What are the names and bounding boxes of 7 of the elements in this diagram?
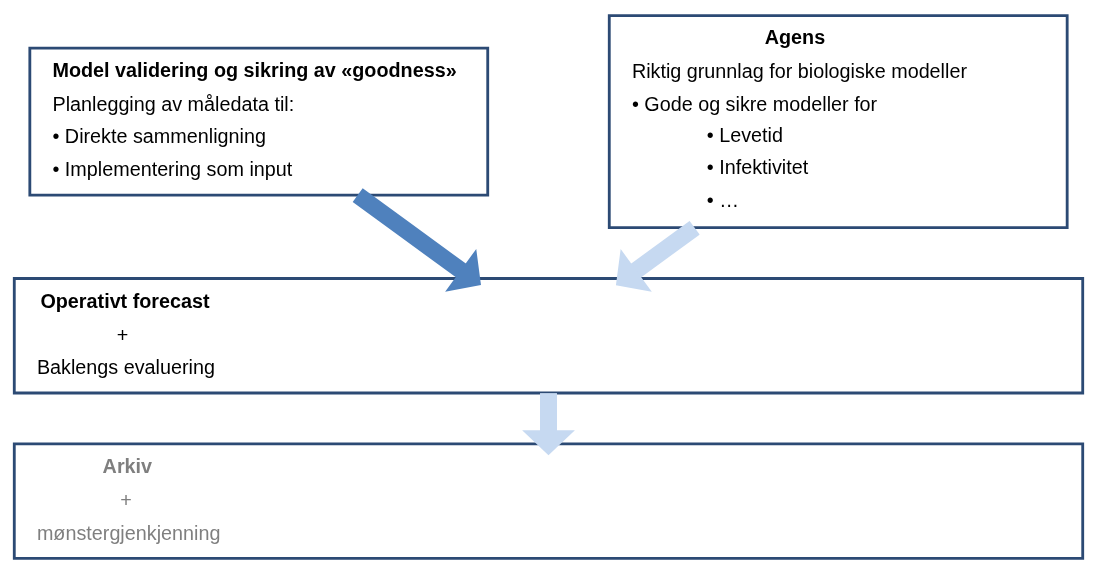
node-box: Arkiv + mønstergjenkjenning xyxy=(12,442,1085,560)
arrow xyxy=(615,220,700,292)
arrow xyxy=(522,393,575,456)
node-box: Model validering og sikring av «goodness» Planlegging av måledata til: • Direkte sammenligning • Implementering som input xyxy=(28,46,490,197)
node-box: Operativt forecast + Baklengs evaluering xyxy=(12,277,1085,395)
node-box: Agens Riktig grunnlag for biologiske modeller • Gode og sikre modeller for • Levetid • Infektivitet • … xyxy=(607,14,1069,230)
arrow xyxy=(352,188,481,292)
